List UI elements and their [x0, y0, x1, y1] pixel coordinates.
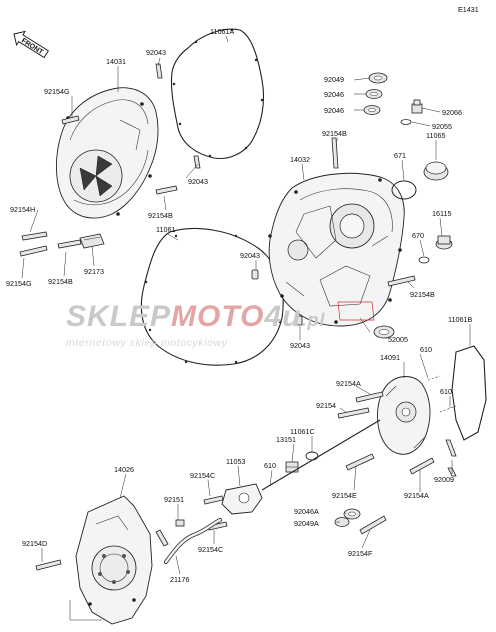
hose-21176-inner	[164, 518, 222, 564]
pump-14091	[377, 376, 431, 455]
label-16115: 16115	[432, 209, 451, 218]
oring-92055	[400, 119, 412, 125]
watermark-brand-1: SKLEP	[66, 300, 171, 333]
label-92043-d: 92043	[290, 341, 310, 350]
label-92154B-d: 92154B	[410, 290, 435, 299]
label-11065: 11065	[426, 131, 445, 140]
gasket-11061A	[170, 28, 265, 160]
label-92154E: 92154E	[332, 491, 357, 500]
label-92154A-a: 92154A	[336, 379, 361, 388]
label-92154F: 92154F	[348, 549, 373, 558]
bolt-14026-upper	[155, 529, 169, 547]
label-13151: 13151	[276, 435, 296, 444]
seal-92049A	[334, 517, 350, 527]
label-92043-a: 92043	[146, 48, 166, 57]
bolts-pump	[337, 391, 457, 535]
label-92049A: 92049A	[294, 519, 319, 528]
label-92154B-b: 92154B	[148, 211, 173, 220]
gasket-11061A-holes	[172, 28, 264, 158]
label-92154H: 92154H	[10, 205, 35, 214]
label-14091: 14091	[380, 353, 400, 362]
label-11061: 11061	[156, 225, 175, 234]
impeller-13151	[285, 461, 299, 473]
watermark-brand-2: MOTO	[171, 300, 264, 333]
label-11061C: 11061C	[290, 427, 315, 436]
bearing-92046A	[343, 508, 361, 520]
ref-code: E1431	[458, 5, 479, 14]
label-92066: 92066	[442, 108, 462, 117]
clip-92151	[175, 519, 185, 527]
dowels-92043	[251, 269, 303, 326]
label-92154A-b: 92154A	[404, 491, 429, 500]
label-92046A: 92046A	[294, 507, 319, 516]
bearing-92046-b	[363, 105, 381, 115]
label-92151: 92151	[164, 495, 184, 504]
label-92046-b: 92046	[324, 106, 344, 115]
cover-14026	[75, 495, 153, 625]
label-14032: 14032	[290, 155, 310, 164]
pipe-610	[261, 419, 381, 491]
label-52005: 52005	[388, 335, 408, 344]
bracket-11053	[221, 483, 263, 515]
label-92154G-b: 92154G	[6, 279, 32, 288]
label-14031: 14031	[106, 57, 126, 66]
label-610-a: 610	[420, 345, 432, 354]
watermark-brand-4: .pl	[302, 310, 326, 330]
label-92154C-a: 92154C	[190, 471, 215, 480]
cover-14031	[55, 87, 159, 219]
part-labels: 11061A 92043 14031 92154G 92049 92046 92…	[6, 27, 472, 584]
label-21176: 21176	[170, 575, 189, 584]
watermark: SKLEPMOTO4u.pl internetowy sklep motocyk…	[66, 300, 326, 349]
front-marker: FRONT	[13, 30, 49, 59]
label-671: 671	[394, 151, 406, 160]
label-92046: 92046	[324, 90, 344, 99]
oring-671	[391, 180, 417, 200]
seal-92049	[368, 72, 388, 84]
bearing-92046	[365, 89, 383, 99]
label-92154G-a: 92154G	[44, 87, 70, 96]
cap-11065	[423, 161, 449, 181]
dashed-pin-610	[427, 375, 441, 381]
label-92043-b: 92043	[188, 177, 208, 186]
watermark-tagline: internetowy sklep motocyklowy	[66, 337, 228, 349]
label-610-c: 610	[264, 461, 276, 470]
bolts-92154C	[203, 495, 228, 531]
label-92154D: 92154D	[22, 539, 47, 548]
svg-text:SKLEPMOTO4u.pl: SKLEPMOTO4u.pl	[66, 300, 326, 333]
gasket-11061	[140, 227, 284, 366]
label-92173: 92173	[84, 267, 104, 276]
label-92055: 92055	[432, 122, 452, 131]
bolt-92154D	[35, 559, 62, 571]
label-92154: 92154	[316, 401, 336, 410]
label-11061A: 11061A	[210, 27, 234, 36]
label-92154B-c: 92154B	[48, 277, 73, 286]
gasket-11061C	[305, 451, 319, 461]
label-92043-c: 92043	[240, 251, 260, 260]
label-11053: 11053	[226, 457, 245, 466]
label-92009: 92009	[434, 475, 454, 484]
bolts-right	[331, 137, 416, 287]
label-14026: 14026	[114, 465, 134, 474]
plug-16115	[435, 235, 453, 250]
gasket-11061B	[451, 345, 487, 441]
ring-52005	[373, 325, 395, 339]
label-92154C-b: 92154C	[198, 545, 223, 554]
cover-14032	[268, 172, 405, 327]
oring-670	[418, 256, 430, 264]
label-11061B: 11061B	[448, 315, 472, 324]
label-92049: 92049	[324, 75, 344, 84]
dashed-pin-610-b	[439, 405, 457, 413]
label-610-b: 610	[440, 387, 452, 396]
label-670: 670	[412, 231, 424, 240]
plug-92066	[411, 99, 423, 114]
label-92154B-a: 92154B	[322, 129, 347, 138]
part-92173	[79, 233, 105, 249]
watermark-brand-3: 4u	[263, 300, 301, 333]
leader-lines	[21, 35, 471, 621]
